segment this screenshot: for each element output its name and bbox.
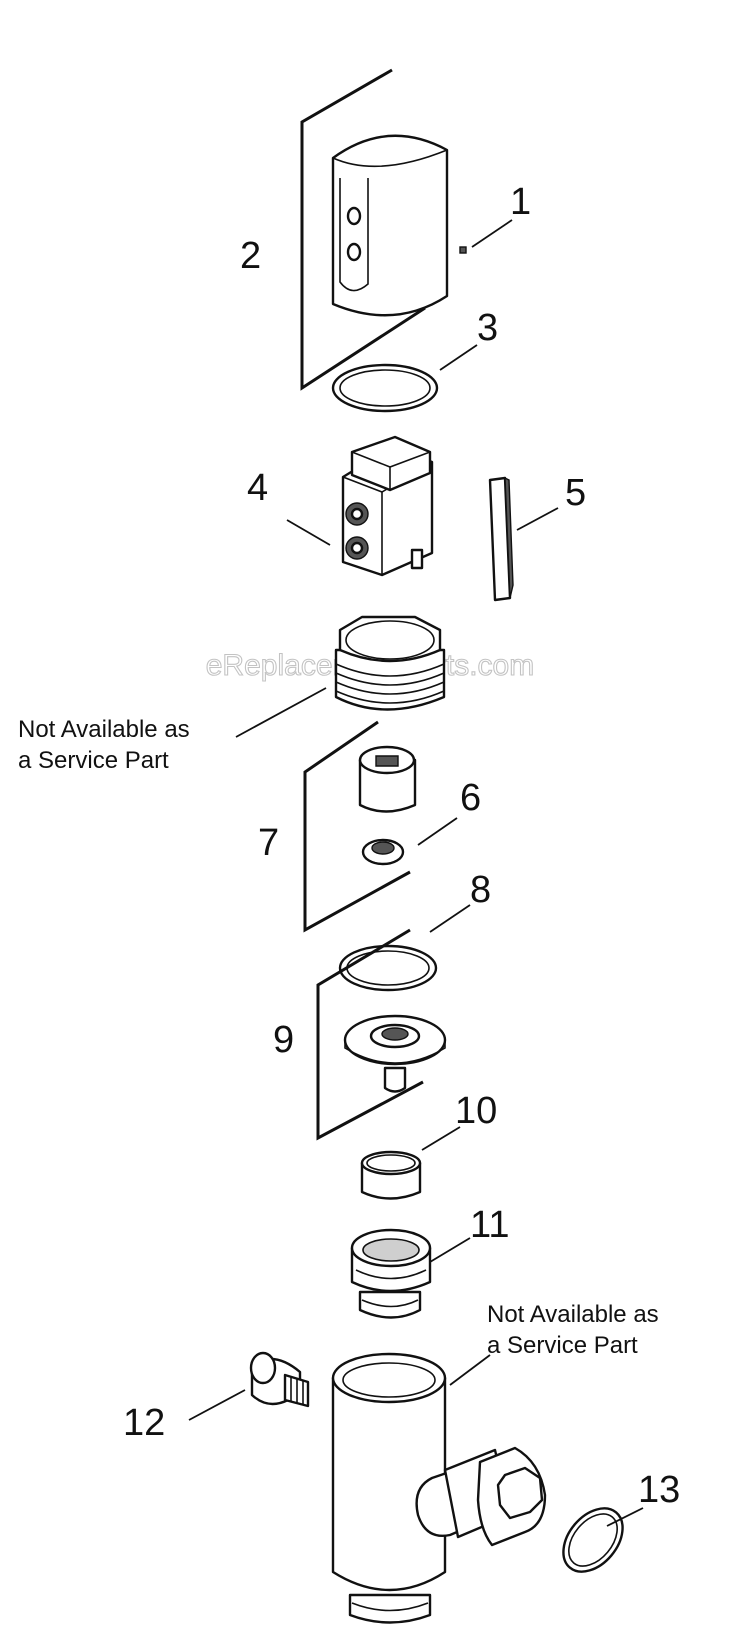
callout-5: 5	[565, 472, 586, 514]
callout-8: 8	[470, 869, 491, 911]
callout-9: 9	[273, 1019, 294, 1061]
part-6-diaphragm-cup	[361, 838, 405, 866]
leader-11	[429, 1237, 471, 1263]
callout-3: 3	[477, 307, 498, 349]
valve-body	[331, 1352, 547, 1624]
leader-5	[516, 507, 559, 531]
leader-3	[439, 344, 478, 371]
part-3-o-ring	[331, 363, 439, 413]
callout-6: 6	[460, 777, 481, 819]
callout-10: 10	[455, 1090, 497, 1132]
part-12-fitting	[249, 1351, 310, 1408]
part-10-sleeve	[360, 1150, 422, 1200]
part-13-o-ring	[562, 1507, 624, 1573]
leader-13	[606, 1507, 644, 1527]
part-11-valve-insert	[350, 1228, 432, 1319]
callout-12: 12	[123, 1402, 165, 1444]
part-7-cap	[358, 745, 417, 813]
callout-4: 4	[247, 467, 268, 509]
callout-11: 11	[470, 1204, 509, 1246]
leader-8	[429, 904, 471, 933]
part-4-operator	[341, 435, 434, 577]
bracket-9	[316, 928, 424, 1141]
leader-12	[188, 1389, 246, 1421]
leader-upper-note	[235, 687, 327, 738]
part-1-set-screw	[459, 246, 467, 254]
lower-note-line-2: a Service Part	[487, 1332, 638, 1359]
part-5-key	[488, 476, 514, 602]
part-8-o-ring	[338, 944, 438, 992]
bracket-7	[303, 720, 411, 933]
upper-note-line-1: Not Available as	[18, 716, 190, 743]
callout-7: 7	[258, 822, 279, 864]
lower-note-line-1: Not Available as	[487, 1301, 659, 1328]
leader-lower-note	[449, 1354, 491, 1386]
leader-4	[286, 519, 331, 546]
upper-note-line-2: a Service Part	[18, 747, 169, 774]
callout-1: 1	[510, 181, 531, 223]
bracket-2	[300, 68, 426, 391]
leader-10	[421, 1126, 461, 1151]
leader-6	[417, 817, 458, 846]
callout-13: 13	[638, 1469, 680, 1511]
threaded-nut	[334, 615, 446, 711]
callout-2: 2	[240, 235, 261, 277]
part-9-diaphragm	[343, 1014, 447, 1093]
part-2-cover	[331, 134, 449, 317]
leader-1	[471, 219, 513, 248]
